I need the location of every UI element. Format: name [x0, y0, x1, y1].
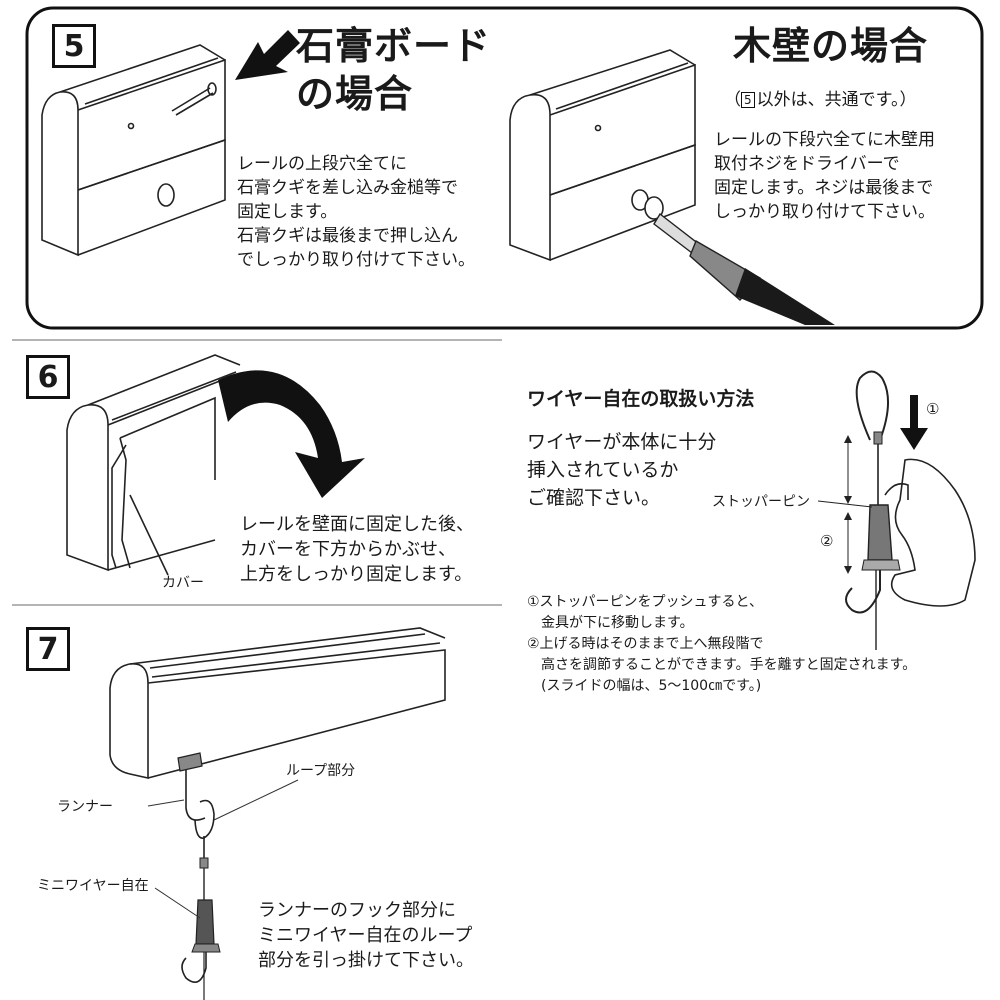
- wire-holder-instructions: ワイヤーが本体に十分 挿入されているか ご確認下さい。: [527, 431, 717, 509]
- cover-label: カバー: [162, 575, 204, 591]
- wood-wall-title: 木壁の場合: [733, 24, 929, 68]
- step-7-number: 7: [26, 627, 70, 671]
- cover-rail-illustration: [66, 354, 241, 576]
- nail-illustration: [171, 82, 217, 116]
- plaster-board-title-line1: 石膏ボード: [296, 24, 492, 68]
- plaster-board-instructions: レールの上段穴全てに 石膏クギを差し込み金槌等で 固定します。 石膏クギは最後ま…: [237, 154, 475, 270]
- step-5-number: 5: [52, 24, 96, 68]
- wood-rail-illustration: [509, 49, 696, 262]
- hook-instructions: ランナーのフック部分に ミニワイヤー自在のループ 部分を引っ掛けて下さい。: [258, 900, 474, 971]
- mini-wire-holder-label: ミニワイヤー自在: [37, 878, 149, 894]
- wood-wall-instructions: レールの下段穴全てに木壁用 取付ネジをドライバーで 固定します。ネジは最後まで …: [714, 130, 935, 222]
- loop-part-label: ループ部分: [286, 763, 356, 779]
- plaster-board-title: 石膏ボード の場合: [296, 22, 491, 118]
- runner-hook-illustration: [177, 752, 221, 1000]
- subtitle-open-paren: （: [724, 90, 741, 110]
- wire-holder-title: ワイヤー自在の取扱い方法: [527, 388, 755, 410]
- wire-holder-illustration: [817, 370, 976, 650]
- runner-label: ランナー: [57, 799, 113, 815]
- leader-lines: [147, 779, 299, 919]
- step-5-reference-box: 5: [741, 92, 755, 108]
- subtitle-rest: 以外は、共通です。）: [756, 90, 917, 110]
- plaster-rail-illustration: [41, 44, 226, 257]
- screwdriver-illustration: [631, 189, 835, 325]
- step5-frame: [25, 6, 984, 330]
- cover-instructions: レールを壁面に固定した後、 カバーを下方からかぶせ、 上方をしっかり固定します。: [240, 514, 474, 585]
- step-6-number: 6: [26, 355, 70, 399]
- marker-2: ②: [820, 532, 834, 550]
- attach-arrow-icon: [218, 370, 365, 498]
- stopper-pin-label: ストッパーピン: [712, 494, 810, 510]
- marker-1: ①: [926, 400, 940, 418]
- plaster-board-title-line2: の場合: [296, 72, 414, 116]
- runner-rail-illustration: [109, 627, 446, 779]
- wire-holder-notes: ①ストッパーピンをプッシュすると、 金具が下に移動します。 ②上げる時はそのまま…: [527, 594, 917, 694]
- push-arrow-icon: [235, 30, 300, 80]
